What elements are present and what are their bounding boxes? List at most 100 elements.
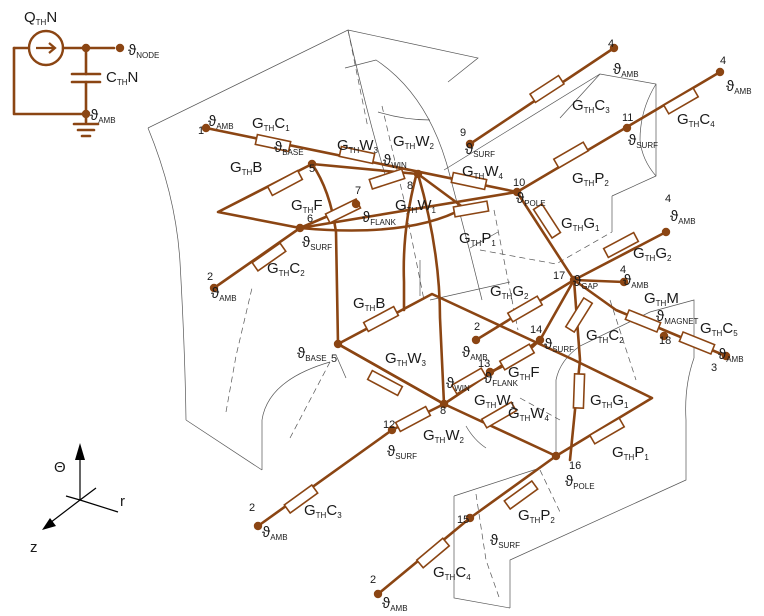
component-label: ϑAMB xyxy=(613,61,639,79)
component-label: GTHB xyxy=(353,295,385,313)
node-number: 13 xyxy=(478,358,490,370)
component-label: ϑAMB xyxy=(382,595,408,613)
node-number: 2 xyxy=(474,321,480,333)
component-label: ϑSURF xyxy=(628,132,658,150)
component-label: ϑAMB xyxy=(718,346,744,364)
resistor-gthg2-right xyxy=(602,231,640,259)
node-number: 15 xyxy=(457,514,469,526)
resistor-gthc3-lower xyxy=(283,483,319,515)
node-number: 1 xyxy=(198,125,204,137)
component-label: ϑPOLE xyxy=(516,190,546,208)
node-number: 4 xyxy=(720,55,726,67)
component-label: GTHW3 xyxy=(337,137,379,155)
node-number: 5 xyxy=(331,353,337,365)
component-label: ϑAMB xyxy=(262,524,288,542)
node-number: 17 xyxy=(553,270,565,282)
component-label: ϑAMB xyxy=(208,113,234,131)
component-label: GTHC1 xyxy=(252,115,290,133)
legend-source-label: QTHN xyxy=(24,9,57,27)
resistor-gthp2-lower xyxy=(503,479,539,511)
node-number: 10 xyxy=(513,177,525,189)
component-label: ϑAMB xyxy=(726,78,752,96)
resistor-gthw1-upper xyxy=(368,167,406,191)
resistor-gthc4-lower xyxy=(415,537,451,569)
node-number: 2 xyxy=(370,574,376,586)
component-label: ϑPOLE xyxy=(565,473,595,491)
component-label: ϑSURF xyxy=(490,532,520,550)
component-label: GTHP1 xyxy=(459,230,496,248)
node-number: 5 xyxy=(309,163,315,175)
component-label: GTHC5 xyxy=(700,320,738,338)
network-nodes xyxy=(201,43,731,599)
component-label: GTHW2 xyxy=(393,133,435,151)
legend-node-label: ϑNODE xyxy=(128,42,159,60)
component-label: ϑBASE xyxy=(297,345,327,363)
component-label: GTHP1 xyxy=(612,444,649,462)
resistors xyxy=(251,74,716,569)
component-label: GTHC3 xyxy=(304,502,342,520)
resistor-gthw3-lower xyxy=(366,369,404,397)
node-number: 8 xyxy=(407,180,413,192)
node-number: 4 xyxy=(665,193,671,205)
resistor-gthc2-upper xyxy=(251,242,287,272)
node-number: 12 xyxy=(383,419,395,431)
component-label: ϑSURF xyxy=(302,234,332,252)
component-label: GTHC2 xyxy=(586,327,624,345)
component-label: ϑAMB xyxy=(670,208,696,226)
component-label: GTHW1 xyxy=(474,392,516,410)
resistor-gthb-upper xyxy=(266,169,304,197)
resistor-gthc4-upper xyxy=(662,87,700,115)
component-label: ϑMAGNET xyxy=(656,308,699,326)
node-number: 9 xyxy=(460,127,466,139)
component-label: GTHP2 xyxy=(518,507,555,525)
component-label: GTHG2 xyxy=(490,283,529,301)
component-label: ϑWIN xyxy=(446,375,470,393)
node-number: 14 xyxy=(530,324,542,336)
resistor-gthg1-upper xyxy=(532,202,562,240)
node-number: 8 xyxy=(440,405,446,417)
resistor-gthc3-upper xyxy=(528,74,566,104)
legend: QTHN CTHN ϑNODE ϑAMB xyxy=(12,9,159,138)
component-label: ϑGAP xyxy=(573,273,598,291)
component-label: GTHW4 xyxy=(462,163,504,181)
node-number: 2 xyxy=(249,502,255,514)
coordinate-axes: Θ r z xyxy=(30,443,125,556)
component-label: GTHC4 xyxy=(677,111,715,129)
resistor-gthw2-lower xyxy=(394,405,432,433)
component-label: ϑAMB xyxy=(462,344,488,362)
component-label: ϑSURF xyxy=(465,141,495,159)
component-label: GTHW4 xyxy=(508,405,550,423)
resistor-gthp1-lower xyxy=(588,417,626,445)
component-label: GTHC4 xyxy=(433,564,471,582)
node-number: 16 xyxy=(569,460,581,472)
component-label: GTHF xyxy=(508,364,540,382)
resistor-gthb-lower xyxy=(362,305,400,333)
machine-geometry xyxy=(147,29,695,609)
component-label: GTHB xyxy=(230,159,262,177)
component-label: GTHW2 xyxy=(423,427,465,445)
resistor-gthw1-lower xyxy=(450,367,488,395)
node-number: 4 xyxy=(620,264,626,276)
resistor-gthw4-upper xyxy=(450,171,488,191)
component-label: ϑSURF xyxy=(544,336,574,354)
node-number: 11 xyxy=(622,112,633,124)
component-label: ϑFLANK xyxy=(484,370,519,388)
node-number: 2 xyxy=(207,271,213,283)
resistor-gthc2-lower xyxy=(564,296,594,334)
component-label: GTHM xyxy=(644,290,679,308)
axis-theta-label: Θ xyxy=(54,459,66,476)
resistor-gthg2-left xyxy=(506,295,544,323)
node-number: 6 xyxy=(307,213,313,225)
resistor-gthg1-lower xyxy=(572,373,586,409)
resistor-gthw3-upper xyxy=(338,145,376,165)
component-label: GTHC2 xyxy=(267,260,305,278)
component-label: ϑSURF xyxy=(387,443,417,461)
component-label: ϑAMB xyxy=(623,272,649,290)
node-number: 4 xyxy=(608,38,614,50)
component-label: GTHW3 xyxy=(385,350,427,368)
resistor-gthw4-lower xyxy=(480,401,518,429)
resistor-gthp1-upper xyxy=(452,200,490,218)
